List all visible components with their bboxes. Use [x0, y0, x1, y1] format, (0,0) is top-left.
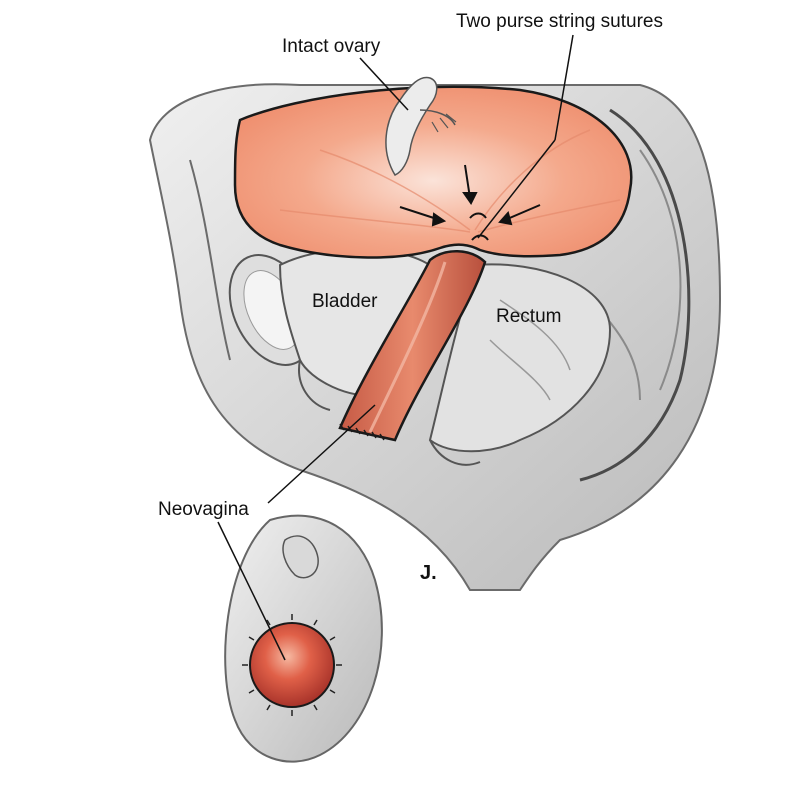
perineum-view: [224, 514, 383, 763]
peritoneum: [233, 85, 633, 259]
distal-sutures: [339, 423, 385, 441]
label-bladder: Bladder: [312, 291, 378, 312]
figure-label: J.: [420, 562, 437, 584]
label-intact-ovary: Intact ovary: [282, 36, 381, 57]
opening-sutures: [242, 614, 342, 716]
neovagina-opening: [249, 622, 335, 708]
label-neovagina: Neovagina: [158, 499, 249, 520]
neovagina-canal: [338, 250, 487, 442]
ovary: [385, 76, 457, 176]
label-purse-string-sutures: Two purse string sutures: [456, 11, 663, 32]
label-rectum: Rectum: [496, 306, 562, 327]
leader-lines: [217, 34, 574, 661]
closure-arrows: [399, 164, 541, 227]
rectum-organ: [428, 263, 612, 466]
